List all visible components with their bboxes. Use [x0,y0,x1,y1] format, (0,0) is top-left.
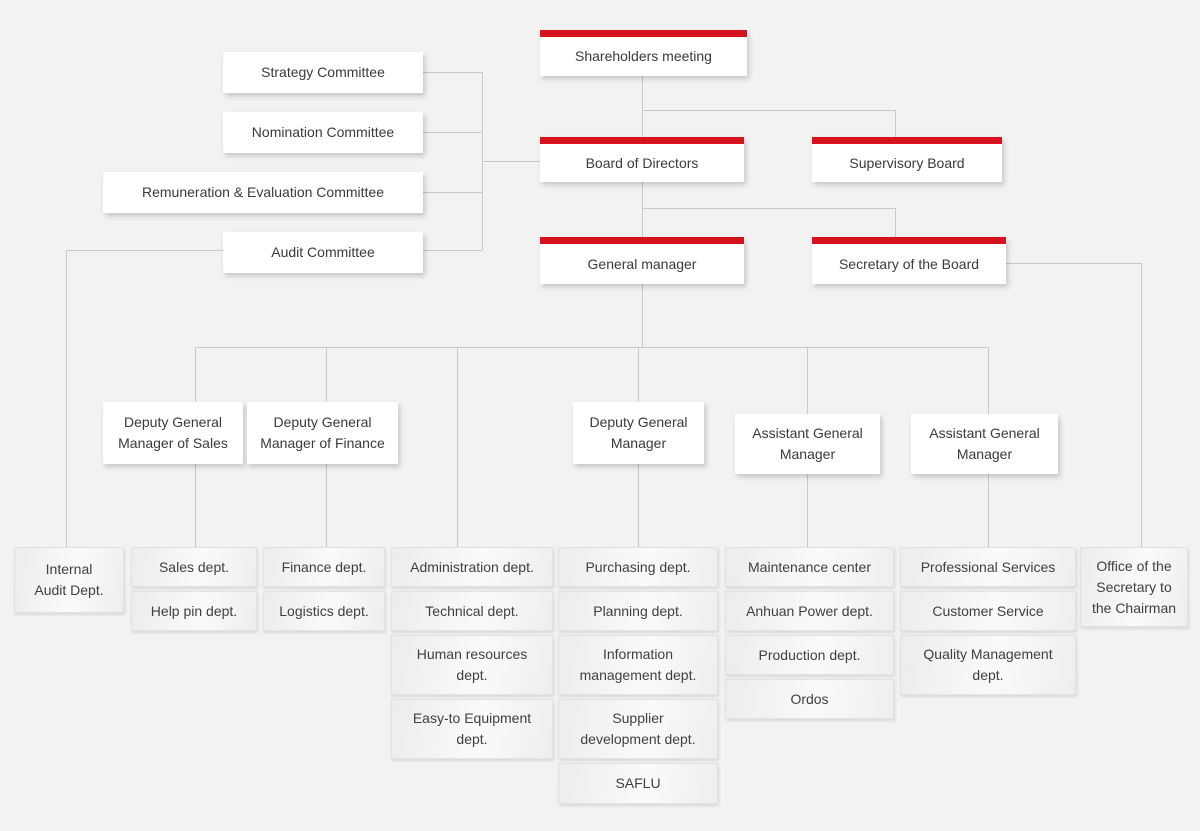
node-quality-management-dept: Quality Management dept. [900,635,1076,695]
node-label: Anhuan Power dept. [746,602,873,619]
node-board-of-directors: Board of Directors [540,137,744,182]
node-secretary-of-the-board: Secretary of the Board [812,237,1006,284]
connector-line [642,284,643,347]
connector-line [423,72,482,73]
node-supervisory-board: Supervisory Board [812,137,1002,182]
node-label: Supplier development dept. [580,710,696,747]
connector-line [66,250,67,547]
node-label: Shareholders meeting [575,48,712,64]
node-office-secretary-chairman: Office of the Secretary to the Chairman [1080,547,1188,627]
node-customer-service: Customer Service [900,591,1076,631]
connector-line [642,76,643,137]
node-label: Ordos [790,690,829,707]
connector-line [642,182,643,237]
node-strategy-committee: Strategy Committee [223,52,423,93]
node-anhuan-power-dept: Anhuan Power dept. [725,591,894,631]
node-label: Technical dept. [425,602,519,619]
node-nomination-committee: Nomination Committee [223,112,423,153]
connector-line [895,208,896,237]
connector-line [423,132,482,133]
connector-line [642,110,895,111]
node-label: Audit Committee [271,244,375,260]
node-label: Finance dept. [281,558,367,575]
node-finance-dept: Finance dept. [263,547,385,587]
node-label: Administration dept. [410,558,534,575]
node-technical-dept: Technical dept. [391,591,553,631]
connector-line [895,110,896,137]
node-label: Information management dept. [579,646,697,683]
node-label: Strategy Committee [261,64,385,80]
node-remuneration-evaluation-committee: Remuneration & Evaluation Committee [103,172,423,213]
node-label: Assistant General Manager [929,425,1040,462]
node-deputy-gm: Deputy General Manager [573,402,704,464]
node-shareholders-meeting: Shareholders meeting [540,30,747,76]
node-supplier-development-dept: Supplier development dept. [558,699,718,759]
node-label: SAFLU [615,775,661,791]
node-deputy-gm-sales: Deputy General Manager of Sales [103,402,243,464]
node-label: Customer Service [932,602,1044,619]
node-label: Office of the Secretary to the Chairman [1091,557,1177,616]
connector-line [423,192,482,193]
node-production-dept: Production dept. [725,635,894,675]
connector-line [457,347,458,547]
connector-line [482,161,540,162]
node-easy-to-equipment-dept: Easy-to Equipment dept. [391,699,553,759]
node-administration-dept: Administration dept. [391,547,553,587]
node-label: Quality Management dept. [923,646,1053,683]
node-sales-dept: Sales dept. [131,547,257,587]
node-maintenance-center: Maintenance center [725,547,894,587]
node-label: Planning dept. [593,602,683,619]
node-logistics-dept: Logistics dept. [263,591,385,631]
node-professional-services: Professional Services [900,547,1076,587]
node-label: Deputy General Manager [589,414,688,451]
node-label: Secretary of the Board [838,255,980,272]
node-label: General manager [587,255,697,272]
node-help-pin-dept: Help pin dept. [131,591,257,631]
node-label: Deputy General Manager of Sales [118,414,228,451]
node-label: Board of Directors [585,154,699,171]
node-label: Deputy General Manager of Finance [260,414,385,451]
node-internal-audit-dept: Internal Audit Dept. [14,547,124,613]
node-label: Production dept. [758,646,861,663]
node-saflu: SAFLU [558,763,718,804]
node-label: Help pin dept. [150,602,238,619]
node-ordos: Ordos [725,679,894,719]
node-label: Nomination Committee [251,124,395,140]
node-label: Professional Services [920,558,1056,575]
node-information-management-dept: Information management dept. [558,635,718,695]
connector-line [1006,263,1141,264]
node-label: Assistant General Manager [752,425,863,462]
node-label: Supervisory Board [849,154,965,171]
node-deputy-gm-finance: Deputy General Manager of Finance [247,402,398,464]
node-label: Easy-to Equipment dept. [412,710,532,747]
node-assistant-gm-2: Assistant General Manager [911,414,1058,474]
node-label: Remuneration & Evaluation Committee [141,184,384,200]
connector-line [195,347,989,348]
node-planning-dept: Planning dept. [558,591,718,631]
node-label: Internal Audit Dept. [34,561,104,598]
node-assistant-gm-1: Assistant General Manager [735,414,880,474]
node-audit-committee: Audit Committee [223,232,423,273]
node-human-resources-dept: Human resources dept. [391,635,553,695]
node-general-manager: General manager [540,237,744,284]
node-label: Purchasing dept. [585,558,691,575]
node-purchasing-dept: Purchasing dept. [558,547,718,587]
node-label: Logistics dept. [279,602,369,619]
connector-line [1141,263,1142,547]
connector-line [642,208,895,209]
node-label: Sales dept. [158,558,230,575]
node-label: Human resources dept. [416,646,528,683]
node-label: Maintenance center [748,558,871,575]
